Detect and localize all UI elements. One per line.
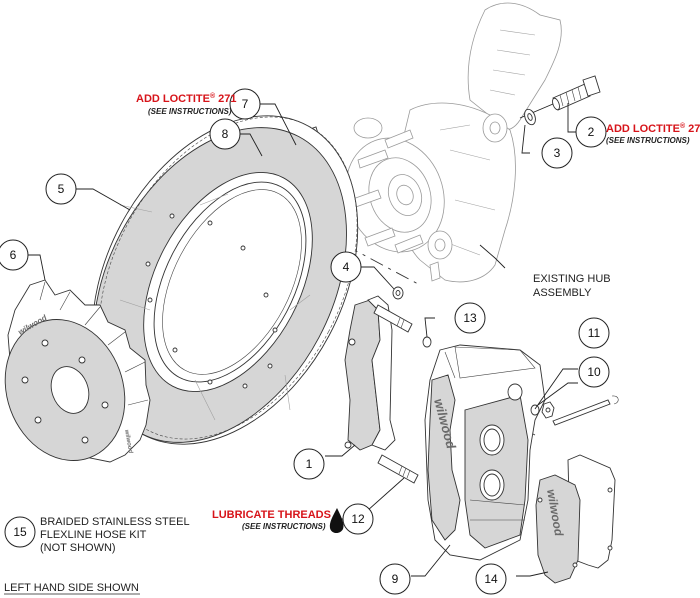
axis-line-bracket	[344, 244, 421, 286]
svg-text:2: 2	[588, 125, 595, 139]
loctite-number: 271	[218, 93, 236, 105]
svg-text:9: 9	[392, 572, 399, 586]
left-hand-side-label: LEFT HAND SIDE SHOWN	[4, 582, 139, 594]
svg-text:1: 1	[306, 457, 313, 471]
svg-text:EXISTING HUB: EXISTING HUB	[533, 273, 611, 285]
svg-text:13: 13	[463, 311, 477, 325]
svg-text:5: 5	[58, 182, 65, 196]
callout-2: 2	[575, 116, 607, 148]
callout-10: 10	[578, 356, 610, 388]
svg-text:ADD LOCTITE®271: ADD LOCTITE®271	[136, 92, 236, 105]
svg-text:7: 7	[242, 97, 249, 111]
rotor-hat: wilwood wilwood	[4, 279, 151, 463]
callout-9: 9	[379, 563, 411, 595]
pad-retaining-pin	[552, 395, 619, 426]
loctite-note-right: ADD LOCTITE®271 (SEE INSTRUCTIONS)	[606, 122, 700, 145]
caliper-bracket	[344, 295, 396, 451]
svg-text:3: 3	[554, 146, 561, 160]
svg-text:8: 8	[222, 127, 229, 141]
bracket-stud-bottom	[377, 454, 419, 484]
callout-7: 7	[229, 88, 261, 120]
caliper: wilwood	[424, 344, 546, 561]
hose-kit-note: 15 BRAIDED STAINLESS STEEL FLEXLINE HOSE…	[4, 516, 190, 554]
callout-12: 12	[342, 503, 374, 535]
callout-3: 3	[541, 137, 573, 169]
oil-drop-icon	[329, 508, 344, 534]
callout-11: 11	[578, 317, 610, 349]
bracket-stud-top	[373, 304, 413, 333]
callout-8: 8	[209, 118, 241, 150]
lubricate-note: LUBRICATE THREADS (SEE INSTRUCTIONS)	[212, 508, 344, 534]
rotor	[91, 115, 359, 445]
caliper-nut	[541, 401, 555, 419]
callout-4: 4	[330, 251, 362, 283]
svg-text:ASSEMBLY: ASSEMBLY	[533, 287, 592, 299]
hub-washer	[524, 108, 536, 126]
callout-6: 6	[0, 239, 29, 271]
loctite-sub: (SEE INSTRUCTIONS)	[606, 136, 690, 145]
svg-text:BRAIDED STAINLESS STEEL: BRAIDED STAINLESS STEEL	[40, 516, 190, 528]
loctite-note-text: ADD LOCTITE	[136, 93, 210, 105]
svg-text:ADD LOCTITE®271: ADD LOCTITE®271	[606, 122, 700, 135]
callout-5: 5	[45, 173, 77, 205]
loctite-note-top-left: ADD LOCTITE®271 (SEE INSTRUCTIONS)	[136, 92, 236, 116]
svg-text:4: 4	[343, 260, 350, 274]
svg-text:10: 10	[587, 365, 601, 379]
stud-washer	[422, 336, 432, 348]
footer-note: LEFT HAND SIDE SHOWN	[4, 582, 140, 595]
loctite-reg-mark: ®	[680, 122, 686, 130]
loctite-note-text: ADD LOCTITE	[606, 123, 680, 135]
bracket-washer	[392, 286, 404, 300]
loctite-sub: (SEE INSTRUCTIONS)	[148, 107, 232, 116]
svg-text:FLEXLINE HOSE KIT: FLEXLINE HOSE KIT	[40, 529, 147, 541]
caliper-washer	[530, 404, 540, 416]
svg-text:6: 6	[10, 248, 17, 262]
hose-kit-number: 15	[13, 525, 27, 539]
lubricate-sub: (SEE INSTRUCTIONS)	[242, 522, 326, 531]
callout-13: 13	[454, 302, 486, 334]
loctite-number: 271	[688, 123, 700, 135]
svg-text:(NOT SHOWN): (NOT SHOWN)	[40, 542, 116, 554]
callout-1: 1	[293, 448, 325, 480]
brake-pads: wilwood	[535, 454, 616, 584]
rotor-mount-holes	[145, 213, 278, 389]
svg-text:14: 14	[484, 572, 498, 586]
hub-assembly-label: EXISTING HUB ASSEMBLY	[533, 273, 611, 299]
loctite-reg-mark: ®	[210, 92, 216, 100]
hat-brand-mark-edge: wilwood	[123, 429, 133, 454]
svg-text:12: 12	[351, 512, 365, 526]
existing-hub-assembly	[345, 2, 562, 283]
svg-text:11: 11	[588, 326, 601, 340]
callout-14: 14	[475, 563, 507, 595]
lubricate-text: LUBRICATE THREADS	[212, 509, 331, 521]
